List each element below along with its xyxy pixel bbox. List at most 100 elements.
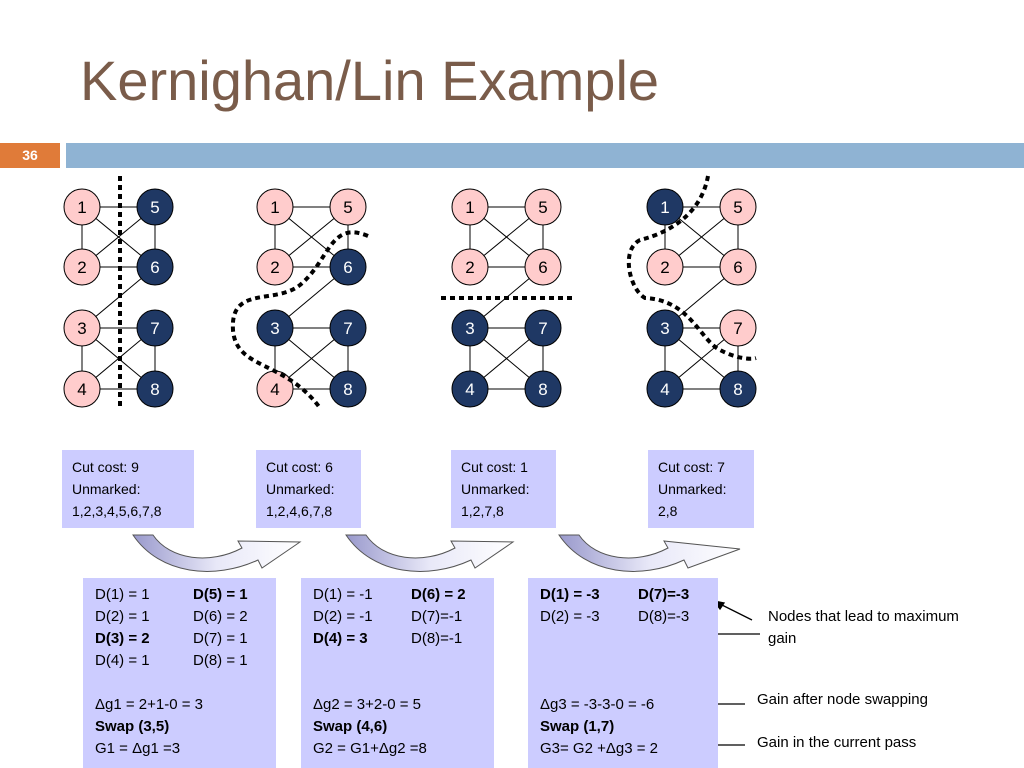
graph-node-label: 3 [77, 319, 86, 338]
graph-node-8 [719, 370, 757, 408]
graph-node-2 [646, 248, 684, 286]
graph-node-label: 4 [465, 380, 474, 399]
graph-node-1 [256, 188, 294, 226]
d-value: D(8)=-3 [638, 608, 690, 625]
cut-cost: Cut cost: 7 [658, 459, 725, 475]
cut-line-4 [626, 175, 757, 361]
swap-label: Swap (1,7) [540, 718, 615, 735]
unmarked-label: Unmarked: [266, 481, 335, 497]
graph-node-5 [329, 188, 367, 226]
graph-node-label: 5 [343, 198, 352, 217]
d-value: D(1) = -3 [540, 586, 600, 603]
graph-node-label: 7 [538, 319, 547, 338]
unmarked-label: Unmarked: [72, 481, 141, 497]
d-value: D(7)=-3 [638, 586, 690, 603]
graph-node-3 [646, 309, 684, 347]
graph-node-label: 8 [733, 380, 742, 399]
graph-node-8 [329, 370, 367, 408]
d-row: D(2) = -3 D(8)=-3 [540, 606, 706, 628]
d-value: D(8) = 1 [193, 652, 248, 669]
cut-box-4: Cut cost: 7 Unmarked: 2,8 [648, 450, 754, 528]
annotation-max-gain-2: gain [768, 630, 797, 647]
graph-node-1 [646, 188, 684, 226]
unmarked-label: Unmarked: [658, 481, 727, 497]
gain-formula: Δg2 = 3+2-0 = 5 [313, 696, 422, 713]
graph-node-6 [136, 248, 174, 286]
graph-node-label: 6 [150, 258, 159, 277]
total-gain: G3= G2 +Δg3 = 2 [540, 740, 659, 757]
graph-node-4 [646, 370, 684, 408]
graph-node-label: 4 [270, 380, 279, 399]
d-value: D(2) = 1 [95, 608, 150, 625]
curved-arrow-1 [132, 534, 302, 572]
graph-node-label: 2 [660, 258, 669, 277]
swap-label: Swap (4,6) [313, 718, 388, 735]
graph-node-label: 7 [733, 319, 742, 338]
graph-node-2 [451, 248, 489, 286]
annotation-arrow-max-gain [717, 602, 753, 621]
graph-node-label: 1 [270, 198, 279, 217]
graph-node-6 [524, 248, 562, 286]
d-value: D(4) = 3 [313, 630, 368, 647]
graph-node-label: 1 [77, 198, 86, 217]
page-number: 36 [0, 143, 60, 168]
cut-box-1: Cut cost: 9 Unmarked: 1,2,3,4,5,6,7,8 [62, 450, 194, 528]
d-value: D(1) = -1 [313, 586, 373, 603]
d-row: D(1) = -3 D(7)=-3 [540, 584, 706, 606]
slide-title: Kernighan/Lin Example [80, 49, 660, 112]
graph-node-label: 3 [270, 319, 279, 338]
graph-node-8 [524, 370, 562, 408]
cut-cost: Cut cost: 6 [266, 459, 333, 475]
graph-node-5 [719, 188, 757, 226]
graph-node-label: 1 [660, 198, 669, 217]
curved-arrow-2 [345, 534, 515, 572]
graph-node-label: 2 [465, 258, 474, 277]
d-row: D(1) = 1 D(5) = 1 [95, 584, 264, 606]
graph-node-1 [451, 188, 489, 226]
graph-node-4 [63, 370, 101, 408]
d-value: D(7) = 1 [193, 630, 248, 647]
graph-node-label: 7 [343, 319, 352, 338]
graph-node-8 [136, 370, 174, 408]
graph-node-label: 8 [343, 380, 352, 399]
swap-label: Swap (3,5) [95, 718, 170, 735]
graph-node-2 [256, 248, 294, 286]
graph-node-label: 6 [733, 258, 742, 277]
graph-node-5 [136, 188, 174, 226]
graph-node-label: 6 [343, 258, 352, 277]
d-value: D(8)=-1 [411, 630, 463, 647]
total-gain: G1 = Δg1 =3 [95, 740, 181, 757]
d-value: D(2) = -3 [540, 608, 600, 625]
graph-node-label: 5 [150, 198, 159, 217]
cut-line-2 [230, 230, 369, 410]
graph-node-3 [63, 309, 101, 347]
d-value: D(5) = 1 [193, 586, 248, 603]
cut-box-3: Cut cost: 1 Unmarked: 1,2,7,8 [451, 450, 556, 528]
graph-node-label: 1 [465, 198, 474, 217]
graph-node-3 [256, 309, 294, 347]
graph-node-6 [719, 248, 757, 286]
unmarked-list: 1,2,3,4,5,6,7,8 [72, 503, 162, 519]
graph-node-5 [524, 188, 562, 226]
unmarked-list: 1,2,7,8 [461, 503, 504, 519]
header-bar [66, 143, 1024, 168]
graph-node-label: 2 [77, 258, 86, 277]
d-row: D(4) = 3 D(8)=-1 [313, 628, 482, 650]
d-value: D(1) = 1 [95, 586, 150, 603]
unmarked-list: 1,2,4,6,7,8 [266, 503, 333, 519]
graph-node-label: 4 [77, 380, 86, 399]
graph-node-2 [63, 248, 101, 286]
graph-node-1 [63, 188, 101, 226]
graph-node-3 [451, 309, 489, 347]
